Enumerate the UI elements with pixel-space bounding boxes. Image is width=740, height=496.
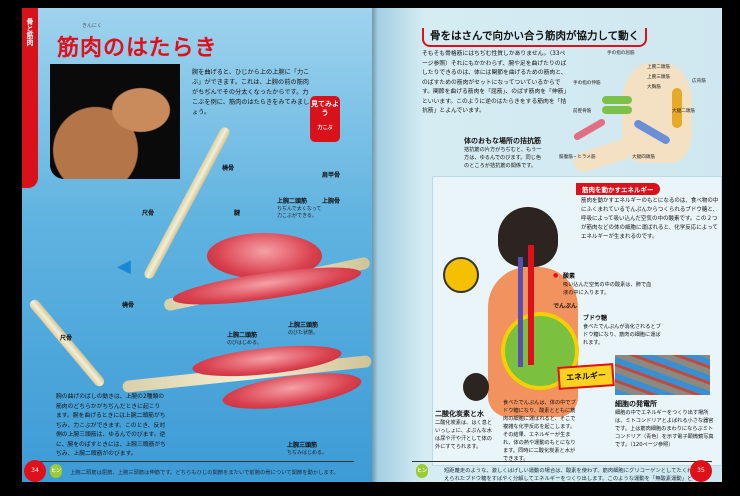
oxygen-dot-icon: ● [553, 272, 559, 279]
energy-text: 筋肉を動かすエネルギーのもとになるのは、食べ物の中にふくまれているでんぷんからつ… [581, 198, 719, 240]
right-page: 骨をはさんで向かい合う筋肉が協力して動く そもそも骨格筋にはちぢむ性質しかありま… [372, 8, 722, 482]
section-tab: 骨と筋肉 [22, 8, 38, 188]
cell-caption: 細胞の発電所 細胞の中でエネルギーをつくり出す場所は、ミトコンドリアとよばれる小… [615, 399, 715, 449]
label-radius: 橈骨 [222, 165, 235, 172]
mitochondria-photo [615, 355, 710, 395]
co2-caption: 二酸化炭素と水 二酸化炭素は、はく息といっしょに、よぶんな水は尿や汗や汗として体… [435, 409, 495, 451]
figure-label: 大腿二頭筋 [672, 109, 695, 114]
label-triceps-bottom: 上腕三頭筋ちぢみはじめる。 [287, 440, 327, 456]
body-text: そもそも骨格筋にはちぢむ性質しかありません。（33ページ参照）それにもかかわらず… [422, 51, 567, 114]
biceps-mark [602, 96, 632, 104]
section-heading: 骨をはさんで向かい合う筋肉が協力して動く [422, 28, 648, 47]
energy-box: 筋肉を動かすエネルギー 筋肉を動かすエネルギーのもとになるのは、食べ物の中にふく… [432, 176, 722, 466]
label-ulna-2: 尺骨 [60, 335, 73, 342]
label-biceps-bottom: 上腕二頭筋のびはじめる。 [227, 330, 262, 346]
starch-label: でんぷん [553, 303, 578, 310]
see-button[interactable]: 見てみよう力こぶ [310, 96, 340, 142]
label-biceps-top: 上腕二頭筋ちぢんで太くなって力こぶができる。 [277, 196, 322, 219]
label-text: 上腕三頭筋 [288, 322, 319, 329]
figure-label: 広背筋 [692, 79, 706, 84]
footer-hint: 上腕二頭筋は屈筋、上腕三頭筋は伸筋です。どちらもひじの関節をまたいで前腕の骨につ… [70, 470, 339, 476]
label-note: ちぢみはじめる。 [287, 450, 328, 456]
label-text: 上腕三頭筋 [287, 442, 318, 449]
label-scapula: 肩甲骨 [322, 172, 341, 179]
arm-movement-note: 腕の曲げのばしの動きは、上腕の2種類の筋肉のどちらかがちぢんだときに起こります。… [56, 394, 166, 457]
arrow-icon: ◀ [117, 256, 131, 277]
figure-label: 大胸筋 [647, 85, 661, 90]
title-ruby: きんにく [82, 23, 102, 29]
label-note: のびはじめる。 [227, 340, 263, 346]
triceps-mark [602, 106, 632, 114]
figure-label: 上腕三頭筋 [647, 75, 670, 80]
page-number: 35 [690, 460, 712, 482]
figure-label: 手の指の伸筋 [573, 81, 601, 86]
reaction-text: 食べたでんぷんは、体の中でブドウ糖になり、酸素とともに筋肉の細胞に運ばれると、そ… [503, 400, 576, 462]
figure-label: 手の指の屈筋 [607, 51, 635, 56]
co2-title: 二酸化炭素と水 [435, 410, 484, 418]
oxygen-path [528, 245, 534, 365]
page-number: 34 [24, 460, 46, 482]
label-tendon: 腱 [234, 210, 241, 217]
glucose-path [518, 257, 523, 367]
figure-label: 大腿四頭筋 [632, 155, 655, 160]
forearm-bone [27, 297, 107, 389]
figure-labels: 手の指の屈筋 手の指の伸筋 上腕二頭筋 上腕三頭筋 大胸筋 広背筋 前脛骨筋 腓… [547, 50, 717, 170]
label-note: のびた状態。 [288, 330, 319, 336]
label-triceps-top: 上腕三頭筋のびた状態。 [288, 320, 318, 336]
figure-label: 前脛骨筋 [573, 109, 592, 114]
hint-icon: ヒント [416, 464, 428, 478]
antagonist-caption: 体のおもな場所の拮抗筋 拮抗筋の片方がちぢむと、もう一方は、ゆるんでのびます。同… [464, 136, 544, 170]
label-humerus: 上腕骨 [322, 198, 341, 205]
figure-label: 上腕二頭筋 [647, 65, 670, 70]
oxygen-label: 酸素 [563, 273, 576, 280]
latissimus-mark [672, 88, 682, 128]
co2-text: 二酸化炭素は、はく息といっしょに、よぶんな水は尿や汗や汗として体の外にすてられま… [435, 420, 493, 450]
intro-text: 腕を曲げると、ひじから上の上腕に「力こぶ」ができます。これは、上腕の前の筋肉がち… [192, 69, 310, 116]
glucose-label: ブドウ糖 [583, 315, 608, 322]
cell-title: 細胞の発電所 [615, 400, 657, 408]
label-ulna: 尺骨 [142, 210, 155, 217]
bodybuilder-photo [50, 64, 180, 179]
book-spine [372, 8, 378, 482]
page-title: 筋肉のはたらき [57, 36, 218, 61]
label-text: 上腕二頭筋 [227, 332, 258, 339]
see-button-label: 見てみよう [311, 100, 339, 117]
left-page: 骨と筋肉 きんにく 筋肉のはたらき 腕を曲げると、ひじから上の上腕に「力こぶ」が… [22, 8, 372, 482]
label-text: 上腕二頭筋 [277, 198, 308, 205]
energy-burst: エネルギー [557, 363, 615, 390]
starch-bubble [443, 257, 479, 293]
energy-tag: 筋肉を動かすエネルギー [576, 183, 660, 195]
antagonist-text: 拮抗筋の片方がちぢむと、もう一方は、ゆるんでのびます。同じ色のところが拮抗筋の関… [464, 147, 542, 169]
antagonist-title: 体のおもな場所の拮抗筋 [464, 137, 541, 145]
cell-text: 細胞の中でエネルギーをつくり出す場所は、ミトコンドリアとよばれる小さな器官です。… [615, 410, 714, 448]
oxygen-text: 吸い込んだ空気の中の酸素は、肺で血液の中に入ります。 [563, 282, 652, 296]
footer-hint: 短距離走のような、激しくはげしい運動の場合は、酸素を使わず、筋肉細胞にグリコーゲ… [444, 468, 693, 482]
glucose-text: 食べたでんぷんが消化されるとブドウ糖になり、筋肉の細胞に運ばれます。 [583, 324, 661, 346]
hint-icon: ヒント [50, 464, 62, 478]
label-note: ちぢんで太くなって力こぶができる。 [277, 206, 322, 219]
see-button-sub: 力こぶ [317, 125, 333, 131]
label-radius-2: 橈骨 [122, 302, 135, 309]
figure-label: 腓腹筋・ヒラメ筋 [559, 155, 596, 160]
small-boy-icon [463, 373, 489, 401]
